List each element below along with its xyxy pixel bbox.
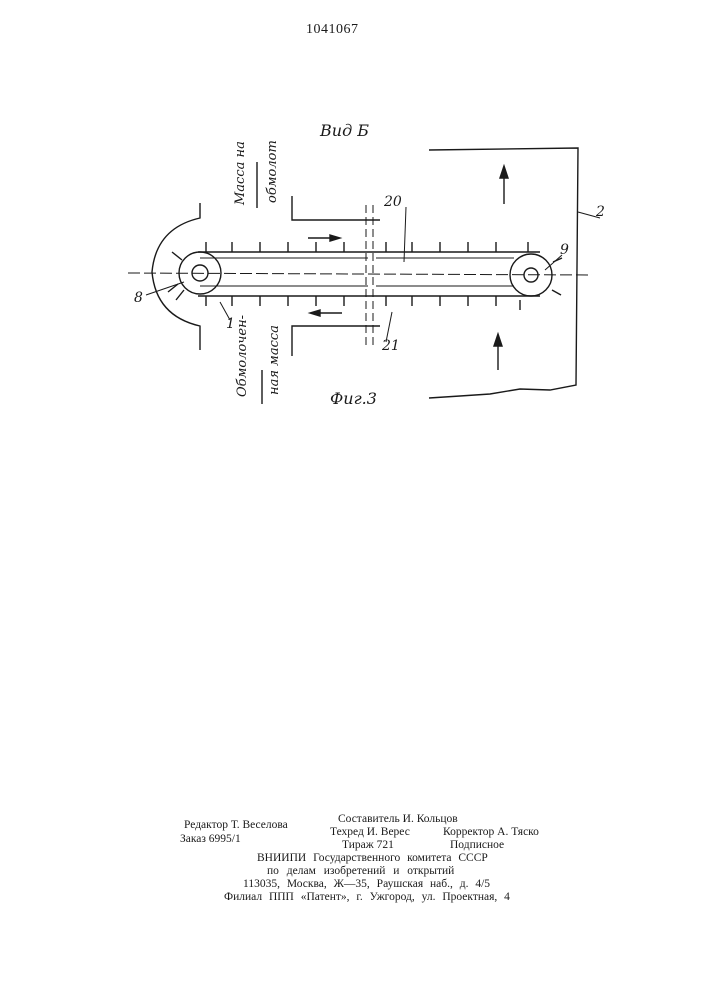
callout-9: 9 (560, 242, 569, 258)
editor: Редактор Т. Веселова (184, 818, 288, 832)
order: Заказ 6995/1 (180, 832, 241, 846)
center-line (128, 273, 592, 275)
compiler: Составитель И. Кольцов (338, 812, 458, 826)
subscription: Подписное (450, 838, 504, 852)
callout-20: 20 (383, 194, 402, 210)
imprint-affairs: по делам изобретений и открытий (267, 864, 454, 878)
inlet-chute (292, 196, 380, 220)
imprint-branch: Филиал ППП «Патент», г. Ужгород, ул. Про… (224, 890, 510, 904)
callout-8: 8 (134, 290, 143, 306)
view-label: Вид Б (319, 121, 369, 140)
figure-caption: Фиг.3 (330, 389, 377, 408)
label-in-top: Масса на (233, 141, 248, 206)
corrector: Корректор А. Тяско (443, 825, 539, 839)
callout-2: 2 (595, 204, 605, 220)
belt-spikes-top (206, 242, 528, 252)
outlet-chute (292, 326, 380, 356)
belt-spikes-bottom (206, 296, 496, 306)
circulation: Тираж 721 (342, 838, 394, 852)
label-in-bottom: обмолот (265, 140, 280, 203)
callout-21: 21 (381, 338, 400, 354)
label-out-bottom: ная масса (267, 325, 282, 395)
techred: Техред И. Верес (330, 825, 410, 839)
imprint-address: 113035, Москва, Ж—35, Раушская наб., д. … (243, 877, 490, 891)
label-out-top: Обмолочен- (235, 315, 250, 397)
imprint-vniipi: ВНИИПИ Государственного комитета СССР (257, 851, 488, 865)
callout-1: 1 (226, 316, 235, 332)
